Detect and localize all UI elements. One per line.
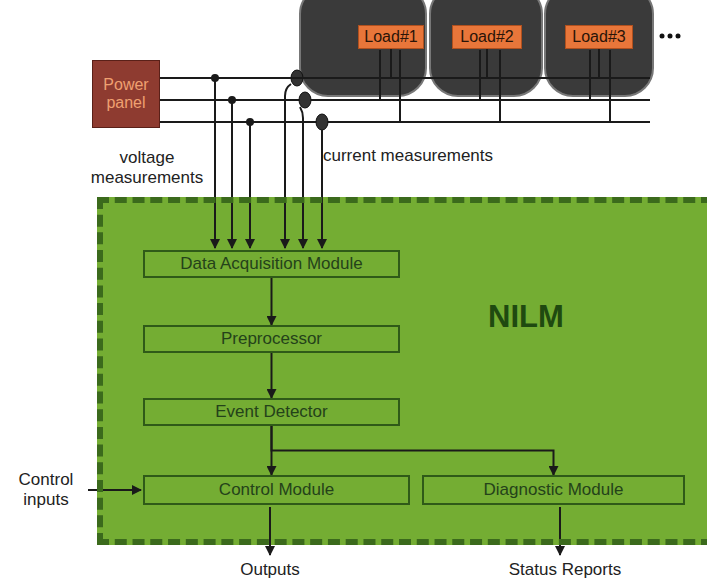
bus-wire — [160, 49, 487, 78]
annotation-label: Status Reports — [470, 560, 660, 580]
voltage-taps — [212, 75, 253, 248]
nilm-ground — [97, 197, 707, 545]
box-label: Data Acquisition Module — [180, 254, 362, 274]
ellipsis-dots — [660, 34, 681, 39]
nilm-region: NILM Data Acquisition ModulePreprocessorE… — [97, 197, 707, 545]
module-box: Control Module — [143, 475, 410, 505]
module-box: Diagnostic Module — [422, 475, 685, 505]
load-taps — [380, 50, 610, 122]
load-housings — [300, 0, 653, 96]
box-label: Load#1 — [364, 28, 417, 46]
module-box: Data Acquisition Module — [143, 250, 400, 278]
io-arrows — [88, 490, 560, 555]
module-box: Event Detector — [143, 398, 400, 426]
box-label: Preprocessor — [221, 329, 322, 349]
box-label: Power panel — [93, 76, 159, 111]
box-label: Control Module — [219, 480, 334, 500]
load-box: Load#2 — [452, 25, 522, 49]
power-panel: Power panel — [92, 60, 160, 128]
flow-arrow — [271, 353, 273, 398]
annotation-label: voltage measurements — [72, 148, 222, 187]
bus-wire — [160, 49, 391, 78]
annotation-label: current measurements — [318, 146, 498, 166]
annotation-label: Control inputs — [4, 470, 88, 509]
box-label: Load#2 — [460, 28, 513, 46]
box-label: Load#3 — [572, 28, 625, 46]
current-arrows — [285, 84, 322, 248]
load-box: Load#1 — [358, 25, 424, 49]
bus-wire — [160, 49, 599, 78]
flow-arrow — [272, 426, 554, 475]
region-title: NILM — [488, 299, 564, 335]
load-box: Load#3 — [565, 25, 633, 49]
flow-arrow — [271, 278, 273, 325]
annotation-label: Outputs — [222, 560, 318, 580]
box-label: Diagnostic Module — [484, 480, 624, 500]
module-box: Preprocessor — [143, 325, 400, 353]
box-label: Event Detector — [215, 402, 327, 422]
